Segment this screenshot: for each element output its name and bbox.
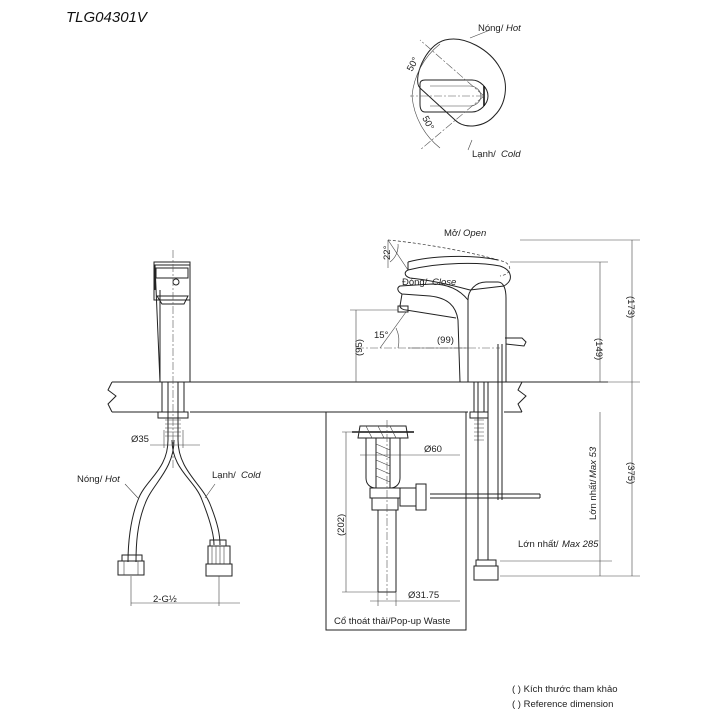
side-dim-99: (99): [437, 335, 454, 346]
side-max285-label-en: Max 285: [562, 539, 599, 550]
legend-line-vn: ( ) Kích thước tham khảo: [512, 684, 618, 695]
side-close-label-en: Close: [432, 277, 456, 288]
front-pipe-diameter: Ø35: [131, 434, 149, 445]
side-open-label-vn: Mở/: [444, 228, 461, 239]
front-view-drawing: [117, 250, 240, 606]
top-cold-label-vn: Lạnh/: [472, 149, 496, 160]
front-cold-label-vn: Lạnh/: [212, 470, 236, 481]
side-dim-95: (95): [354, 339, 365, 356]
side-dim-375: (375): [625, 462, 636, 484]
waste-dim-202: (202): [336, 514, 347, 536]
side-spout-angle: 15°: [374, 330, 389, 341]
side-max285-label-vn: Lớn nhất/: [518, 539, 559, 550]
legend-line-en: ( ) Reference dimension: [512, 699, 613, 710]
top-hot-label-vn: Nóng/: [478, 23, 504, 34]
front-thread-size: 2-G½: [153, 594, 177, 605]
side-dim-173: (173): [625, 296, 636, 318]
side-max53-label-en: Max 53: [588, 446, 599, 478]
waste-dia-3175: Ø31.75: [408, 590, 439, 601]
side-lever-angle: 22°: [382, 245, 393, 260]
top-view-drawing: [410, 29, 506, 151]
side-open-label-en: Open: [463, 228, 486, 239]
side-max53-label-vn: Lớn nhất/: [588, 479, 599, 520]
side-view-drawing: [350, 239, 640, 581]
front-hot-label-en: Hot: [105, 474, 120, 485]
model-number: TLG04301V: [66, 9, 149, 26]
waste-caption: Cổ thoát thải/Pop-up Waste: [334, 616, 450, 627]
side-dim-149: (149): [593, 338, 604, 360]
waste-dia-60: Ø60: [424, 444, 442, 455]
countertop: [107, 381, 608, 413]
waste-view-drawing: [325, 411, 467, 631]
front-hot-label-vn: Nóng/: [77, 474, 103, 485]
front-cold-label-en: Cold: [241, 470, 261, 481]
top-hot-label-en: Hot: [506, 23, 521, 34]
side-close-label-vn: Đóng/: [402, 277, 428, 288]
top-angle-cold: 50°: [419, 114, 436, 132]
top-cold-label-en: Cold: [501, 149, 521, 160]
